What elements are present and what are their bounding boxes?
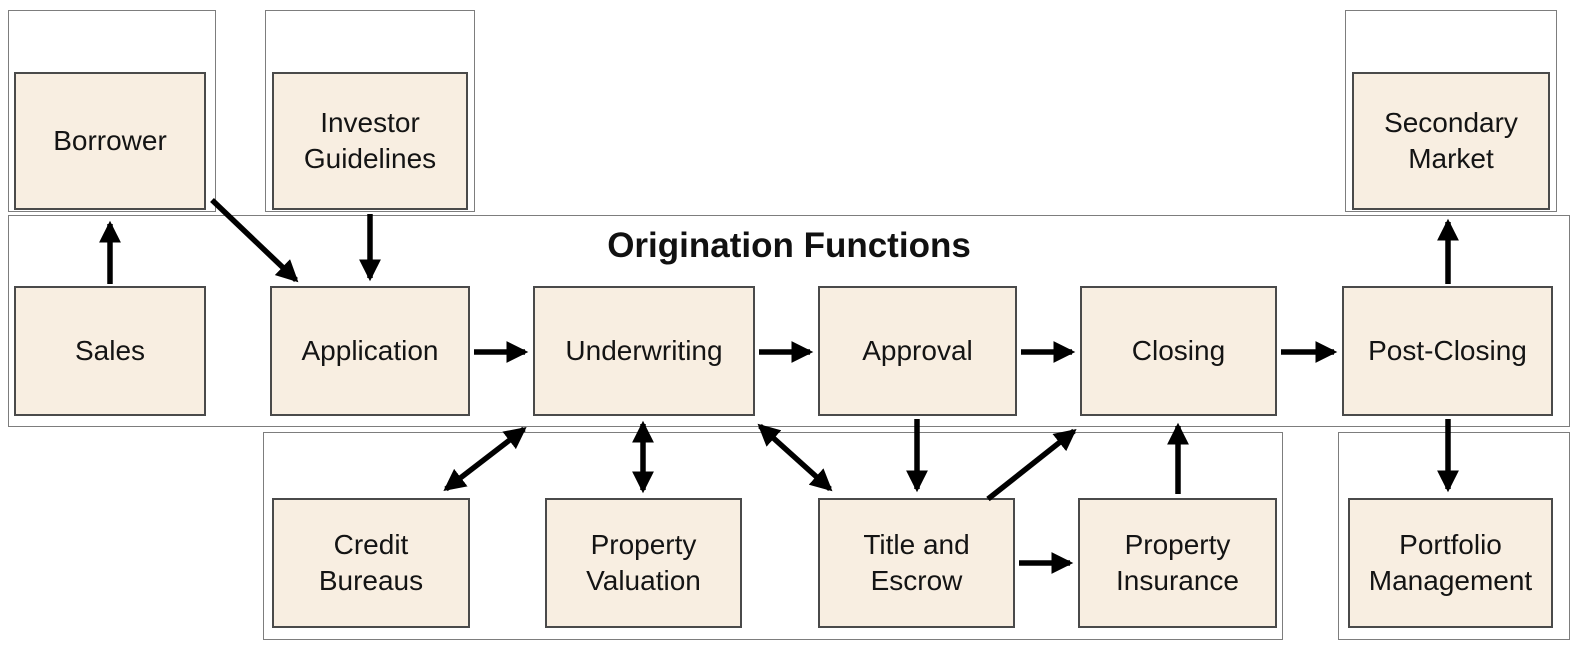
node-closing: Closing xyxy=(1080,286,1277,416)
node-property-valuation: Property Valuation xyxy=(545,498,742,628)
node-secondary-market: Secondary Market xyxy=(1352,72,1550,210)
node-credit-bureaus: Credit Bureaus xyxy=(272,498,470,628)
node-title-and-escrow: Title and Escrow xyxy=(818,498,1015,628)
node-property-insurance: Property Insurance xyxy=(1078,498,1277,628)
node-approval: Approval xyxy=(818,286,1017,416)
node-post-closing: Post-Closing xyxy=(1342,286,1553,416)
node-application: Application xyxy=(270,286,470,416)
node-borrower: Borrower xyxy=(14,72,206,210)
node-investor-guidelines: Investor Guidelines xyxy=(272,72,468,210)
node-sales: Sales xyxy=(14,286,206,416)
node-underwriting: Underwriting xyxy=(533,286,755,416)
node-portfolio-management: Portfolio Management xyxy=(1348,498,1553,628)
band-title: Origination Functions xyxy=(607,226,971,265)
